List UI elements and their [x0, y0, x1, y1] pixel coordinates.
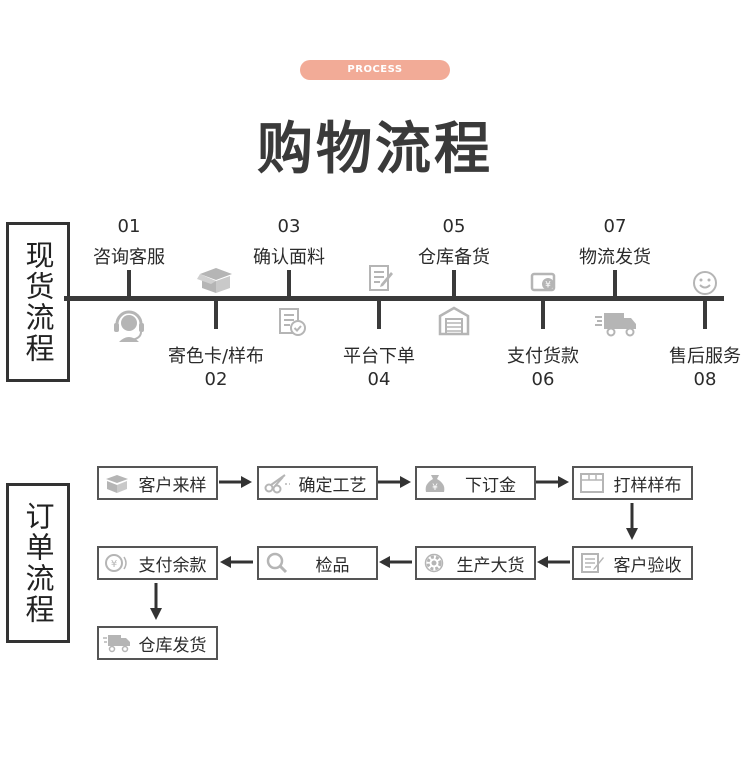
step-label: 寄色卡/样布 — [167, 346, 265, 367]
flow-arrow-left — [219, 555, 253, 569]
step-number: 05 — [442, 216, 466, 237]
step-label: 售后服务 — [669, 346, 741, 367]
timeline-line — [64, 296, 724, 301]
gear-icon — [421, 552, 449, 574]
section-label-stock: 现货流程 — [6, 222, 70, 382]
step-number: 07 — [603, 216, 627, 237]
svg-text:¥: ¥ — [111, 559, 117, 570]
timeline-tick — [703, 301, 707, 329]
timeline-tick — [613, 270, 617, 298]
timeline-tick — [214, 301, 218, 329]
order-step-box: 检品 — [257, 546, 378, 580]
order-step-box: 仓库发货 — [97, 626, 218, 660]
wallet-yen-icon: ¥ — [530, 270, 558, 294]
step-label: 物流发货 — [579, 247, 651, 268]
order-step-box: ¥ 下订金 — [415, 466, 536, 500]
step-label: 支付货款 — [507, 346, 579, 367]
document-check-icon — [276, 306, 308, 338]
headset-icon — [110, 308, 148, 344]
timeline-tick — [541, 301, 545, 329]
order-step-box: 客户来样 — [97, 466, 218, 500]
flow-arrow-right — [536, 475, 570, 489]
delivery-truck-icon — [594, 310, 638, 338]
page-title: 购物流程 — [257, 117, 493, 182]
step-number: 01 — [117, 216, 141, 237]
order-step-label: 支付余款 — [138, 555, 207, 576]
yen-coin-icon: ¥ — [103, 552, 131, 574]
flow-arrow-down — [149, 583, 163, 621]
step-label: 平台下单 — [343, 346, 415, 367]
order-step-box: ¥ 支付余款 — [97, 546, 218, 580]
delivery-truck-icon — [103, 632, 131, 654]
order-step-box: 生产大货 — [415, 546, 536, 580]
order-step-label: 检品 — [315, 555, 350, 576]
flow-arrow-left — [536, 555, 570, 569]
timeline-tick — [452, 270, 456, 298]
step-label: 仓库备货 — [418, 247, 490, 268]
smiley-icon — [692, 270, 718, 296]
magnifier-icon — [263, 552, 291, 574]
svg-text:¥: ¥ — [545, 281, 551, 291]
order-step-box: 打样样布 — [572, 466, 693, 500]
order-step-label: 仓库发货 — [138, 635, 207, 656]
package-icon — [103, 472, 131, 494]
flow-arrow-right — [378, 475, 412, 489]
order-step-label: 下订金 — [465, 475, 516, 496]
timeline-tick — [127, 270, 131, 298]
step-number: 04 — [367, 369, 391, 390]
package-icon — [196, 264, 236, 294]
timeline-tick — [377, 301, 381, 329]
order-step-label: 生产大货 — [456, 555, 525, 576]
order-step-label: 客户来样 — [138, 475, 207, 496]
checklist-icon — [578, 552, 606, 574]
money-bag-icon: ¥ — [421, 472, 449, 494]
process-badge: PROCESS — [300, 60, 450, 80]
order-step-box: 确定工艺 — [257, 466, 378, 500]
step-label: 咨询客服 — [93, 247, 165, 268]
section-label-order: 订单流程 — [6, 483, 70, 643]
step-number: 08 — [693, 369, 717, 390]
flow-arrow-right — [219, 475, 253, 489]
order-step-box: 客户验收 — [572, 546, 693, 580]
step-label: 确认面料 — [253, 247, 325, 268]
order-step-label: 客户验收 — [613, 555, 682, 576]
order-step-label: 确定工艺 — [298, 475, 367, 496]
flow-arrow-down — [625, 503, 639, 541]
svg-text:¥: ¥ — [432, 483, 438, 493]
flow-arrow-left — [378, 555, 412, 569]
order-step-label: 打样样布 — [613, 475, 682, 496]
warehouse-icon — [438, 306, 470, 336]
scissors-icon — [263, 472, 291, 494]
order-form-icon — [366, 264, 396, 294]
step-number: 06 — [531, 369, 555, 390]
timeline-tick — [287, 270, 291, 298]
step-number: 03 — [277, 216, 301, 237]
step-number: 02 — [204, 369, 228, 390]
fabric-swatch-icon — [578, 472, 606, 494]
